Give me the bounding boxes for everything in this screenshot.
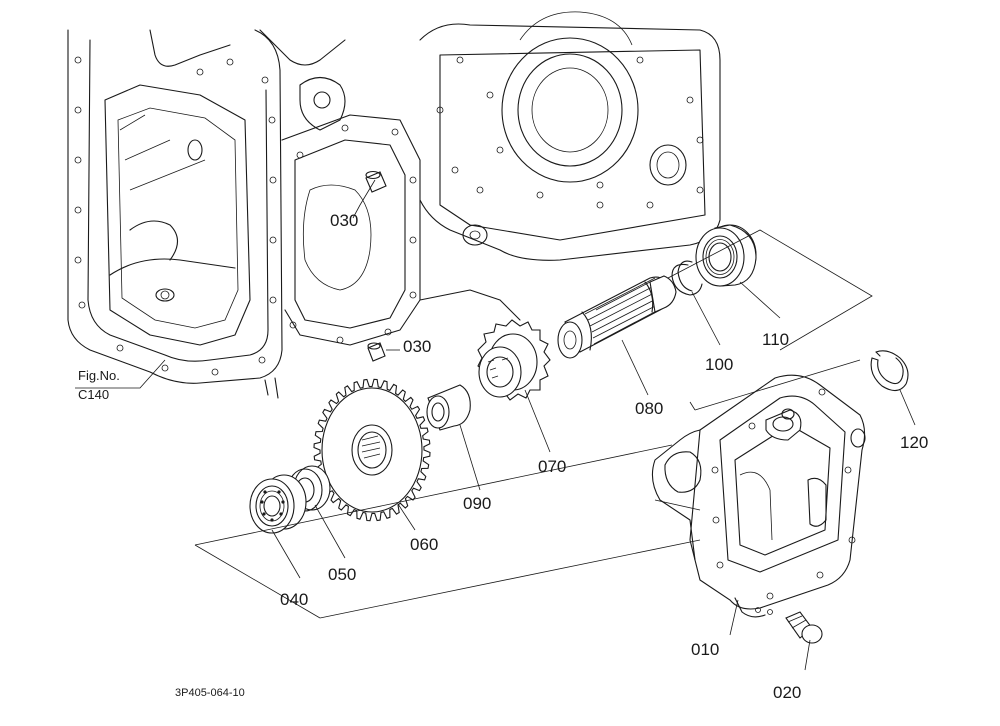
snap-ring-case (870, 350, 909, 392)
pin-upper (365, 170, 387, 193)
pin-lower (367, 342, 386, 362)
part-labels: Fig.No. C140 030 030 040 050 060 070 080… (78, 211, 928, 702)
figure-ref-line1: Fig.No. (78, 368, 120, 383)
label-030-upper: 030 (330, 211, 358, 230)
drawing-code: 3P405-064-10 (175, 687, 245, 699)
small-gear (477, 319, 551, 401)
label-030-lower: 030 (403, 337, 431, 356)
label-050: 050 (328, 565, 356, 584)
figure-ref-line2: C140 (78, 387, 109, 402)
plug (785, 611, 823, 644)
label-090: 090 (463, 494, 491, 513)
snap-ring-shaft (671, 260, 703, 296)
bearing-right (695, 224, 757, 287)
transmission-housing (67, 11, 721, 399)
leader-lines (75, 179, 916, 671)
label-070: 070 (538, 457, 566, 476)
splined-shaft (557, 275, 677, 359)
case (651, 374, 866, 618)
label-080: 080 (635, 399, 663, 418)
collar (426, 384, 471, 431)
large-gear (313, 378, 431, 522)
bearing-left (249, 474, 307, 534)
label-120: 120 (900, 433, 928, 452)
label-010: 010 (691, 640, 719, 659)
label-110: 110 (762, 330, 789, 349)
label-040: 040 (280, 590, 308, 609)
label-100: 100 (705, 355, 733, 374)
label-060: 060 (410, 535, 438, 554)
label-020: 020 (773, 683, 801, 702)
